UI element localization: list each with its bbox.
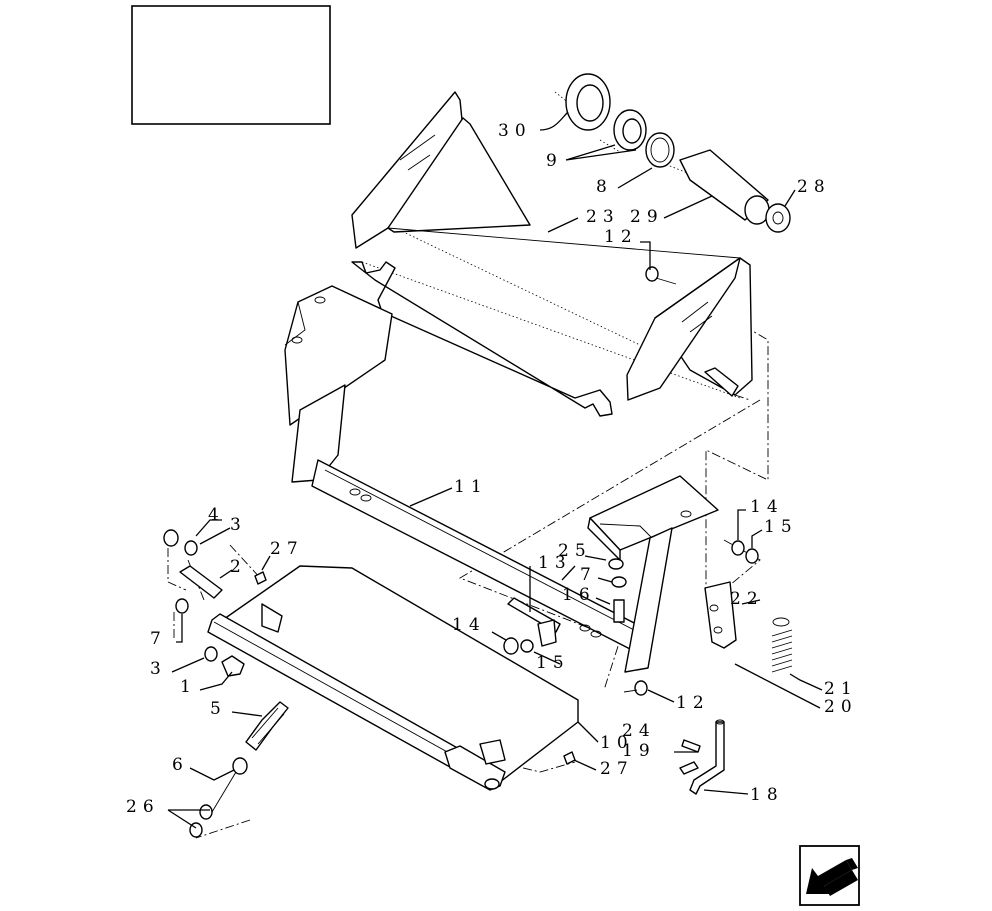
callout-20: 20: [824, 697, 858, 717]
callout-2: 2: [230, 557, 247, 577]
callout-27: 27: [270, 539, 304, 559]
arrow-down-left-icon[interactable]: [799, 845, 860, 906]
callout-27-lower: 27: [600, 759, 634, 779]
callout-18: 18: [750, 785, 784, 805]
pivot-pin: [507, 597, 561, 647]
flap-panel: [207, 565, 579, 791]
callout-22: 22: [730, 589, 764, 609]
title-block: [131, 5, 331, 125]
callout-7-left: 7: [150, 629, 167, 649]
callout-29: 29: [630, 207, 664, 227]
callout-1: 1: [180, 677, 197, 697]
upper-chute-tray: [351, 91, 753, 417]
callout-8: 8: [596, 177, 613, 197]
callout-24: 24: [622, 721, 656, 741]
callout-4: 4: [208, 505, 225, 525]
callout-12: 12: [604, 227, 638, 247]
left-bracket-leg: [284, 285, 393, 483]
callout-11: 11: [454, 477, 488, 497]
callout-25: 25: [558, 541, 592, 561]
callout-28: 28: [797, 177, 831, 197]
callout-14-lower: 14: [452, 615, 486, 635]
callout-5: 5: [210, 699, 227, 719]
callout-21: 21: [824, 679, 858, 699]
callout-10: 10: [600, 733, 634, 753]
callout-23: 23: [586, 207, 620, 227]
callout-19: 19: [622, 741, 656, 761]
callout-7: 7: [580, 565, 597, 585]
fasteners: [163, 266, 759, 838]
callout-12-lower: 12: [676, 693, 710, 713]
callout-30: 30: [498, 121, 532, 141]
callout-3: 3: [230, 515, 247, 535]
latch-hardware: [679, 581, 793, 795]
callout-15: 15: [764, 517, 798, 537]
leader-lines: [167, 111, 823, 829]
callout-26: 26: [126, 797, 160, 817]
bearing-parts: [565, 73, 791, 233]
callout-14: 14: [750, 497, 784, 517]
callout-9: 9: [546, 151, 563, 171]
callout-13: 13: [538, 553, 572, 573]
callout-16: 16: [562, 585, 596, 605]
callout-labels: 30 9 8 23 29 28 12 11 14 15 25 13 7 16 2…: [126, 121, 858, 817]
callout-3-lower: 3: [150, 659, 167, 679]
right-bracket-leg: [587, 475, 719, 673]
callout-15-lower: 15: [536, 653, 570, 673]
callout-6: 6: [172, 755, 189, 775]
